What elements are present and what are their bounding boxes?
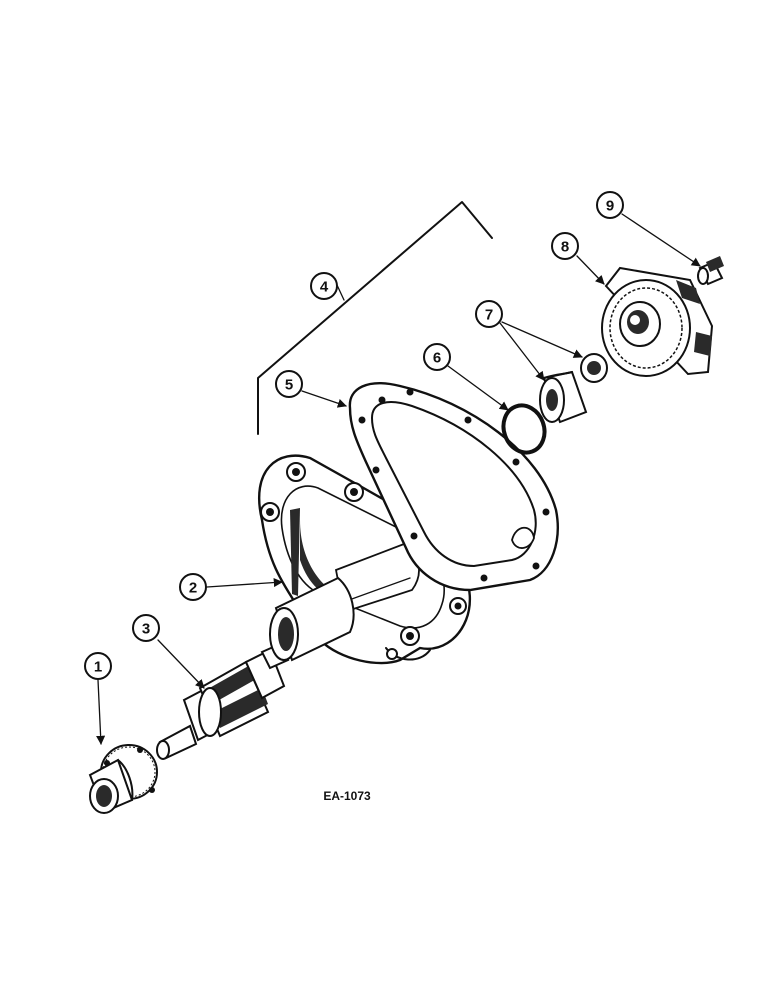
callout-2: 2: [179, 573, 207, 601]
callout-1-label: 1: [94, 659, 102, 676]
part-6-o-ring: [501, 403, 547, 455]
callout-5-label: 5: [285, 377, 293, 394]
figure-reference-code: EA-1073: [323, 789, 371, 803]
callout-7-label: 7: [485, 307, 493, 324]
part-5-gasket: [348, 382, 559, 592]
callout-8-label: 8: [561, 239, 569, 256]
callout-9-label: 9: [606, 198, 614, 215]
callout-2-label: 2: [189, 580, 197, 597]
callout-4: 4: [310, 272, 338, 300]
callout-6: 6: [423, 343, 451, 371]
callout-4-label: 4: [320, 279, 329, 296]
callout-6-label: 6: [433, 350, 441, 367]
assembly-bracket: [257, 201, 493, 435]
callout-1: 1: [84, 652, 112, 680]
part-3-shaft-bearing: [156, 642, 290, 760]
part-9-plug: [697, 256, 724, 286]
leader-lines: [96, 213, 701, 745]
callout-8: 8: [551, 232, 579, 260]
part-1-hub: [88, 744, 158, 814]
part-8-impeller: [601, 266, 714, 377]
part-2-pump-body: [258, 454, 471, 665]
part-7-seal: [539, 353, 608, 424]
callout-9: 9: [596, 191, 624, 219]
callout-5: 5: [275, 370, 303, 398]
callout-3-label: 3: [142, 621, 150, 638]
callout-3: 3: [132, 614, 160, 642]
callout-7: 7: [475, 300, 503, 328]
